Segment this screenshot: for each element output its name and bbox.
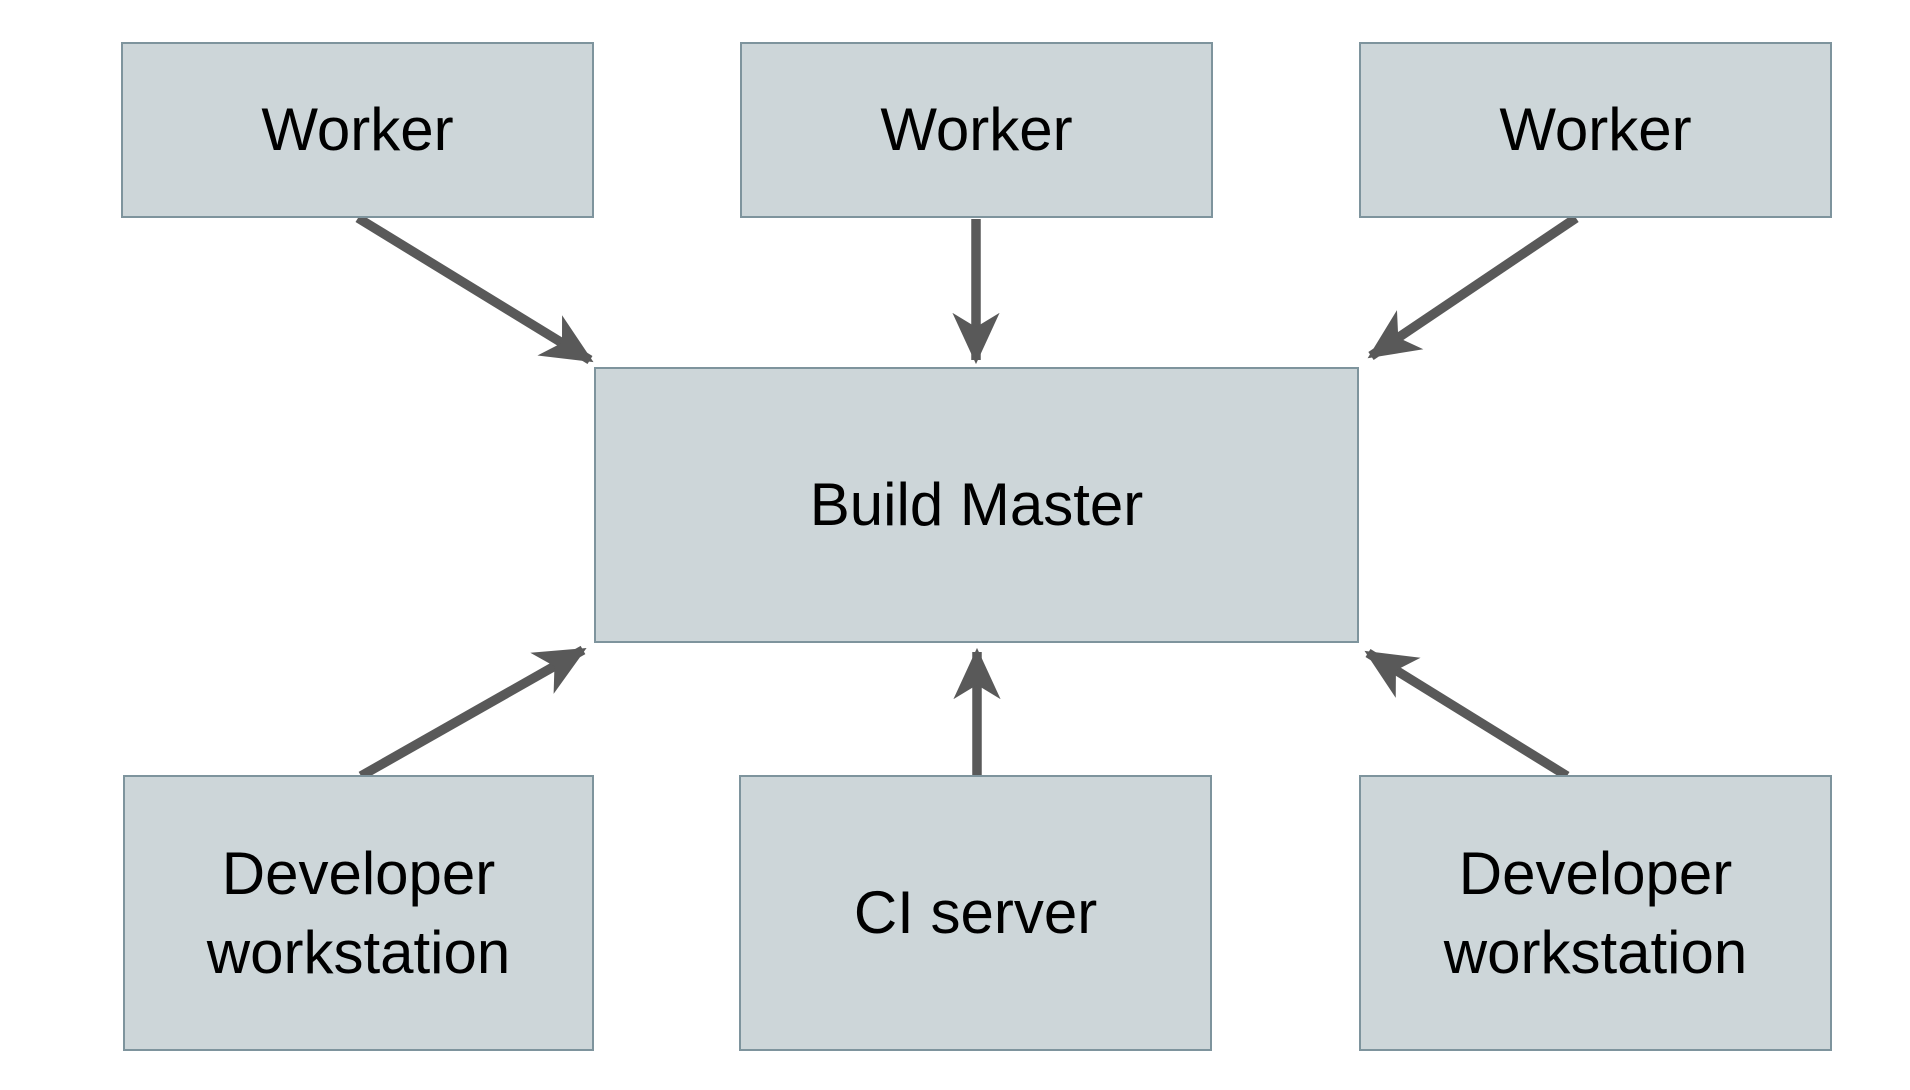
node-developer-workstation-left: Developer workstation	[123, 775, 594, 1051]
node-worker-2-label: Worker	[880, 96, 1073, 164]
node-worker-2: Worker	[740, 42, 1213, 218]
node-worker-1-label: Worker	[261, 96, 454, 164]
node-worker-3-label: Worker	[1499, 96, 1692, 164]
edge-worker-3-to-build-master	[1367, 214, 1579, 360]
node-ci-server: CI server	[739, 775, 1212, 1051]
node-developer-workstation-right: Developer workstation	[1359, 775, 1832, 1051]
node-build-master-label: Build Master	[809, 471, 1144, 539]
node-worker-1: Worker	[121, 42, 594, 218]
node-developer-workstation-left-label: Developer workstation	[206, 839, 511, 986]
edge-worker-1-to-build-master	[355, 213, 594, 365]
node-worker-3: Worker	[1359, 42, 1832, 218]
edge-developer-workstation-left-to-build-master	[358, 645, 587, 781]
node-build-master: Build Master	[594, 367, 1359, 643]
edge-developer-workstation-right-to-build-master	[1364, 648, 1570, 781]
node-ci-server-label: CI server	[853, 879, 1098, 947]
node-developer-workstation-right-label: Developer workstation	[1443, 839, 1748, 986]
